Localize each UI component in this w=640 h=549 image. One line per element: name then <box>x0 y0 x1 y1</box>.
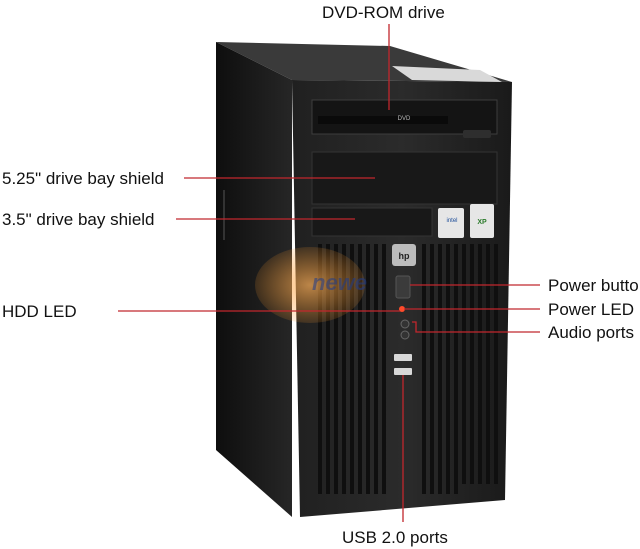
label-dvd-rom-drive: DVD-ROM drive <box>322 3 445 22</box>
label-power-button: Power butto <box>548 276 639 295</box>
label-525-drive-bay-shield: 5.25" drive bay shield <box>2 169 164 188</box>
vent-slat <box>374 244 378 494</box>
watermark-text: newe <box>312 270 367 295</box>
vent-slat <box>454 244 458 494</box>
windows-badge <box>470 204 494 238</box>
hp-logo-badge <box>392 244 416 266</box>
drive-bay-shield-35 <box>311 207 433 237</box>
callout-line-audio <box>412 321 540 333</box>
usb-port-2 <box>394 368 412 375</box>
power-button <box>395 275 411 299</box>
vent-slat <box>334 244 338 494</box>
vent-slat <box>430 244 434 494</box>
watermark-logo <box>255 247 365 323</box>
label-power-led: Power LED <box>548 300 634 319</box>
vent-slat <box>470 244 474 484</box>
power-led <box>399 306 405 312</box>
vent-slat <box>422 244 426 494</box>
vent-slat <box>382 244 386 494</box>
usb-port-1 <box>394 354 412 361</box>
vent-slat <box>478 244 482 484</box>
label-audio-ports: Audio ports <box>548 323 634 342</box>
vent-slat <box>318 244 322 494</box>
audio-port-2 <box>400 330 410 340</box>
label-hdd-led: HDD LED <box>2 302 77 321</box>
vent-slat <box>326 244 330 494</box>
vent-slat <box>366 244 370 494</box>
dvd-tray-slot <box>318 116 448 124</box>
dvd-logo-text: DVD <box>398 116 411 122</box>
intel-badge-text: intel <box>446 218 457 224</box>
callout-lines <box>118 24 540 522</box>
vent-slat <box>486 244 490 484</box>
vent-slat <box>358 244 362 494</box>
vent-slat <box>446 244 450 494</box>
label-usb-ports: USB 2.0 ports <box>342 528 448 547</box>
vent-slat <box>438 244 442 494</box>
hp-logo-text: hp <box>399 251 410 261</box>
windows-badge-text: XP <box>477 219 487 226</box>
front-vent-grille <box>318 244 498 494</box>
vent-slat <box>494 244 498 484</box>
label-35-drive-bay-shield: 3.5" drive bay shield <box>2 210 155 229</box>
vent-slat <box>462 244 466 484</box>
intel-badge <box>438 208 464 238</box>
audio-port-1 <box>400 319 410 329</box>
vent-slat <box>350 244 354 494</box>
chassis-side <box>216 42 292 517</box>
service-sticker <box>392 66 502 82</box>
vent-slat <box>342 244 346 494</box>
dvd-eject-button <box>463 130 491 138</box>
